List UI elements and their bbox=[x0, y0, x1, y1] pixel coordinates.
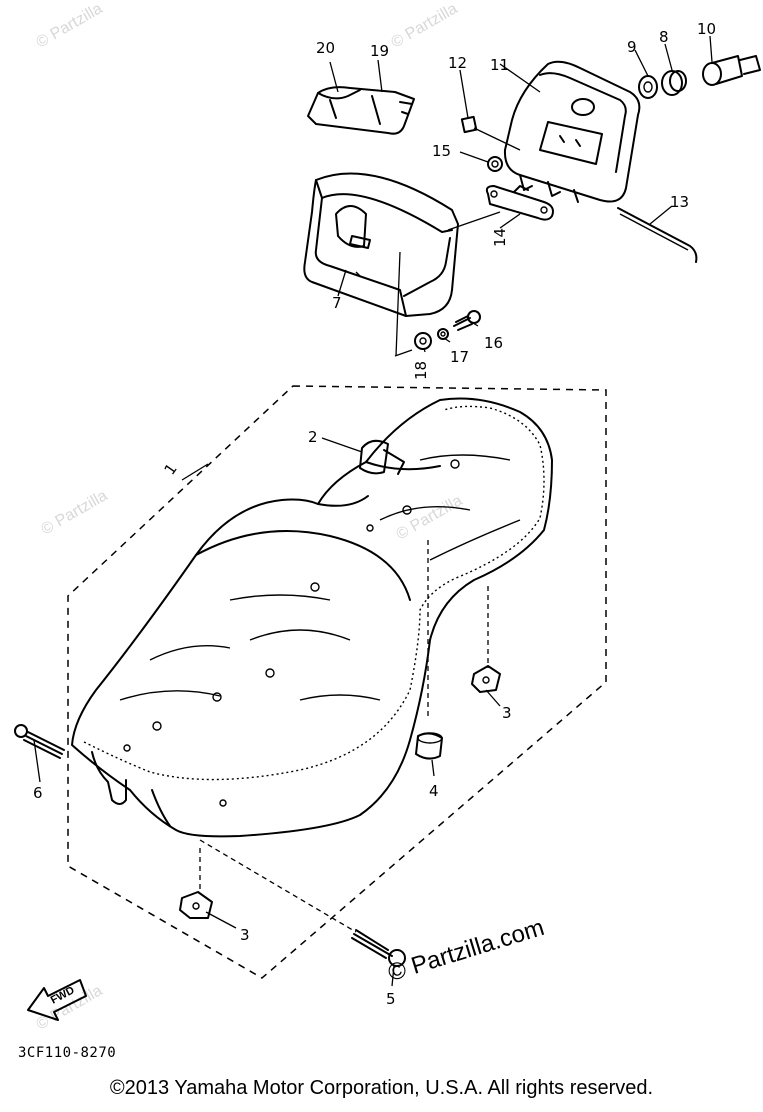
callout-13: 13 bbox=[670, 193, 689, 211]
watermark: © Partzilla bbox=[34, 0, 106, 51]
watermark: © Partzilla bbox=[389, 0, 461, 51]
callout-3: 3 bbox=[240, 926, 250, 944]
callout-10: 10 bbox=[697, 20, 716, 38]
callout-18: 18 bbox=[412, 361, 430, 380]
callout-4: 4 bbox=[429, 782, 439, 800]
callout-17: 17 bbox=[450, 348, 469, 366]
part-13-cable-edge bbox=[619, 213, 689, 251]
part-4-damper bbox=[415, 732, 443, 760]
part-8-grommet bbox=[661, 70, 687, 96]
rear-cowl-drawing bbox=[503, 60, 641, 203]
part-17-washer bbox=[437, 328, 449, 340]
part-12-block bbox=[460, 115, 478, 134]
part-3-bracket-rear bbox=[471, 665, 501, 693]
part-18-nut bbox=[414, 332, 432, 350]
part-15-nut bbox=[487, 156, 503, 172]
callout-11: 11 bbox=[490, 56, 509, 74]
part-2-strap bbox=[359, 439, 405, 475]
callout-20: 20 bbox=[316, 39, 335, 57]
part-10-lock bbox=[702, 55, 761, 86]
callout-6: 6 bbox=[33, 784, 43, 802]
callout-7: 7 bbox=[332, 294, 342, 312]
callout-16: 16 bbox=[484, 334, 503, 352]
callout-8: 8 bbox=[659, 28, 669, 46]
callout-3: 3 bbox=[502, 704, 512, 722]
callout-5: 5 bbox=[386, 990, 396, 1008]
callout-1: 1 bbox=[161, 460, 181, 478]
part-3-bracket-front bbox=[179, 891, 213, 919]
watermarks: © Partzilla © Partzilla © Partzilla © Pa… bbox=[34, 0, 466, 1033]
part-9-washer bbox=[638, 75, 658, 99]
seat-strap-drawing bbox=[307, 86, 415, 135]
callout-19: 19 bbox=[370, 42, 389, 60]
part-5-bolt bbox=[351, 929, 406, 967]
callout-2: 2 bbox=[308, 428, 318, 446]
seat-box-drawing bbox=[303, 172, 459, 317]
callout-15: 15 bbox=[432, 142, 451, 160]
part-16-bolt bbox=[453, 310, 481, 331]
seat-drawing bbox=[71, 397, 553, 838]
diagram-part-code: 3CF110-8270 bbox=[18, 1045, 117, 1061]
callout-12: 12 bbox=[448, 54, 467, 72]
part-14-plate bbox=[485, 185, 554, 221]
callout-14: 14 bbox=[491, 228, 509, 247]
copyright-notice: ©2013 Yamaha Motor Corporation, U.S.A. A… bbox=[109, 1077, 654, 1099]
watermark: © Partzilla bbox=[394, 492, 466, 543]
assembly-boundary bbox=[67, 385, 607, 979]
callout-numbers: 1 2 3 3 4 5 6 7 8 9 10 11 12 13 14 15 16… bbox=[33, 20, 716, 1008]
part-6-bolt bbox=[14, 724, 65, 759]
leader-lines bbox=[33, 35, 713, 987]
watermark: © Partzilla bbox=[39, 487, 111, 538]
part-13-cable bbox=[617, 207, 698, 263]
callout-9: 9 bbox=[627, 38, 637, 56]
